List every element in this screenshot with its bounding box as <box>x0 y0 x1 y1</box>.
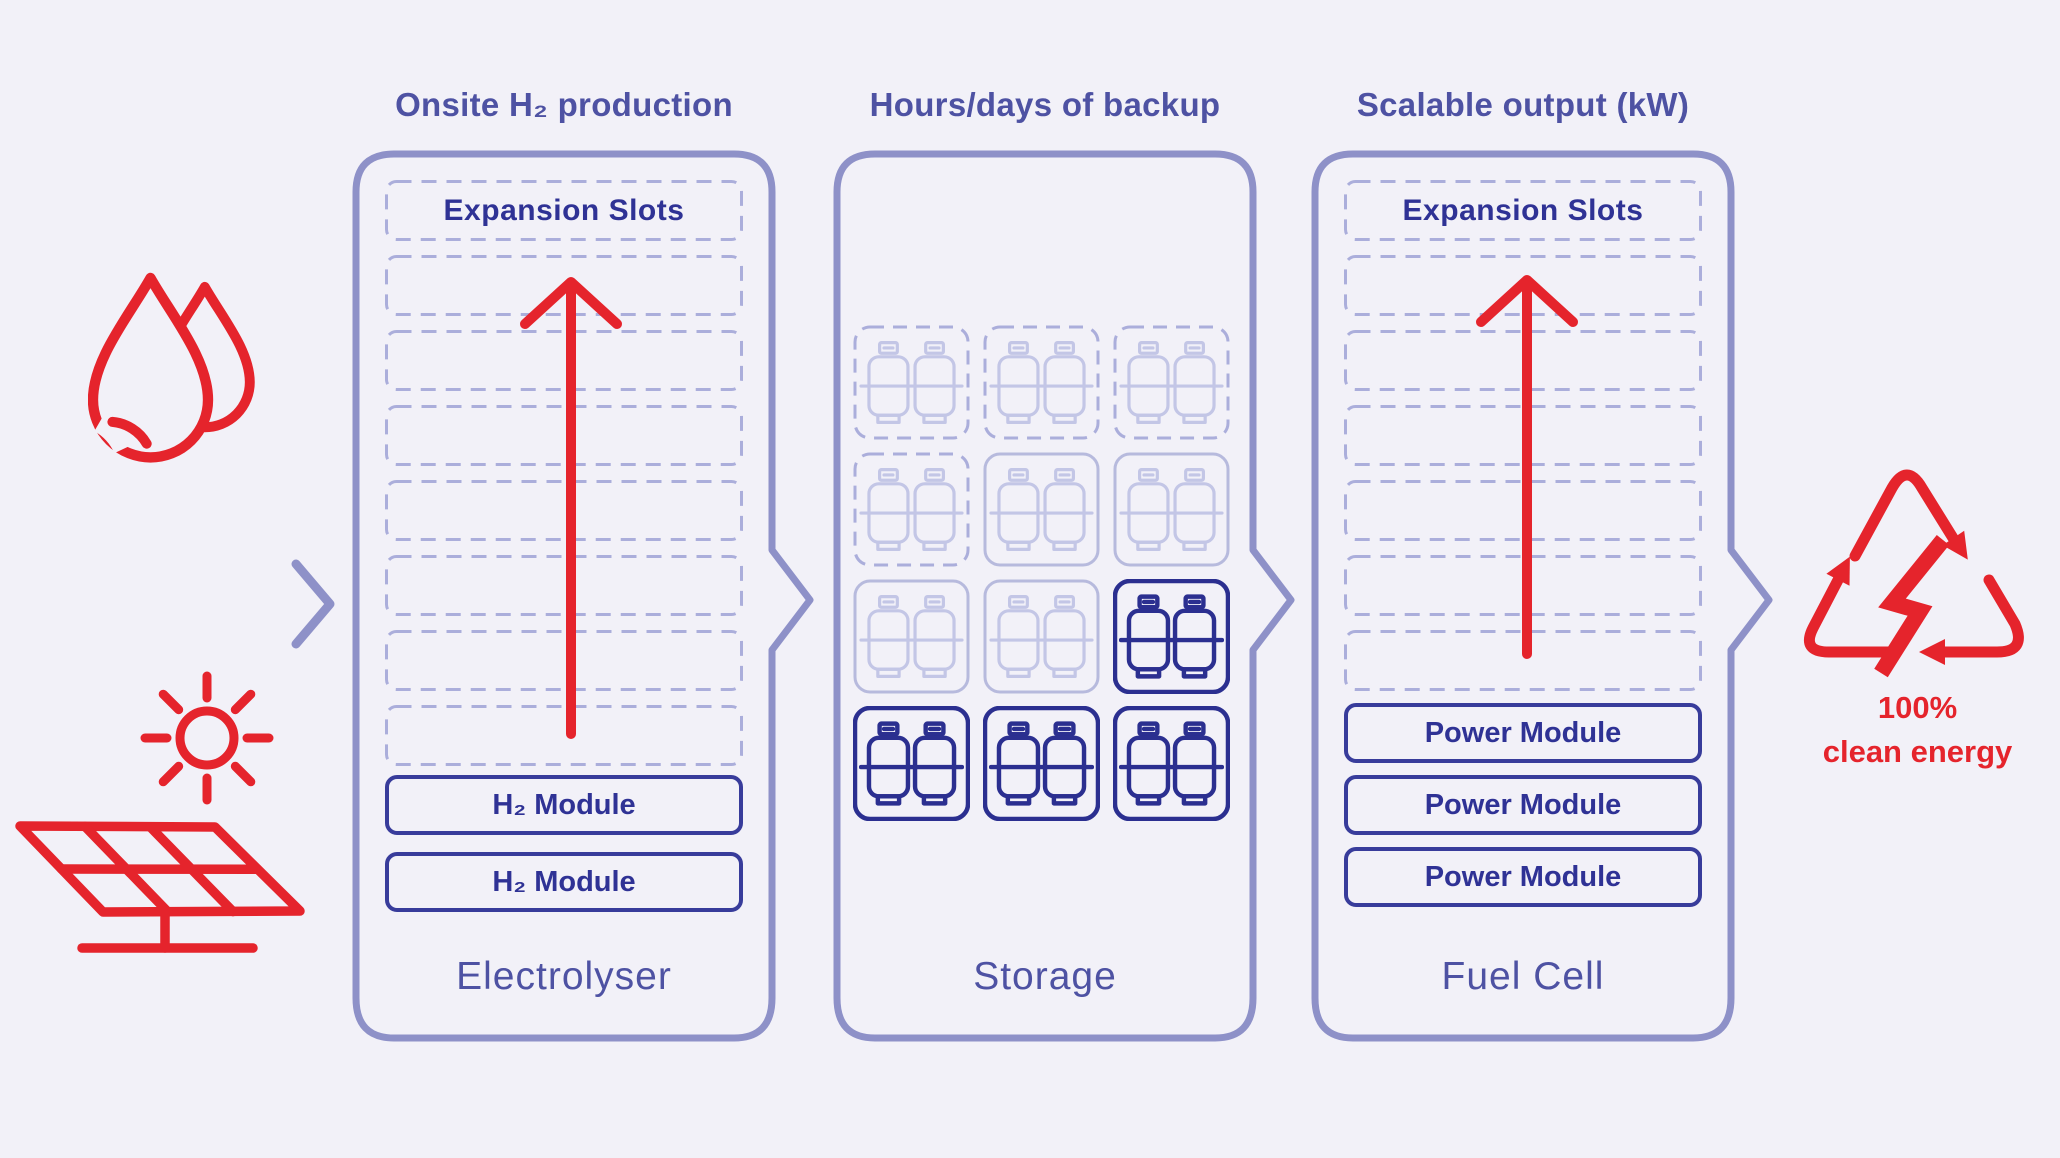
module-stack: H₂ Module H₂ Module <box>385 775 743 912</box>
module-box: Power Module <box>1344 703 1702 763</box>
tank-pair-cell-dashed <box>1113 325 1230 440</box>
scale-up-arrow-icon <box>520 277 622 739</box>
tank-pair-cell-dark <box>1113 706 1230 821</box>
tank-pair-cell-dark <box>1113 579 1230 694</box>
tank-pair-cell-light <box>983 452 1100 567</box>
renewable-energy-icon <box>1804 469 2024 678</box>
expansion-slots-box: Expansion Slots <box>385 180 743 241</box>
output-caption: 100% clean energy <box>1795 686 2040 774</box>
label-electrolyser: Electrolyser <box>456 955 672 998</box>
label-storage: Storage <box>973 955 1117 998</box>
expansion-slots-label: Expansion Slots <box>443 194 685 227</box>
tank-pair-cell-dashed <box>983 325 1100 440</box>
heading-storage: Hours/days of backup <box>869 86 1221 123</box>
tank-grid <box>853 325 1230 821</box>
tank-pair-cell-dashed <box>853 325 970 440</box>
expansion-slots-box: Expansion Slots <box>1344 180 1702 241</box>
heading-fuel-cell: Scalable output (kW) <box>1356 86 1690 123</box>
water-drops-icon <box>88 272 255 463</box>
arrowheads <box>1826 530 1968 665</box>
sun-glyph <box>140 671 274 805</box>
expansion-slot-stack: Expansion Slots <box>385 180 743 780</box>
scale-up-arrow-icon <box>1476 275 1578 659</box>
module-box: Power Module <box>1344 847 1702 907</box>
solar-panel-icon <box>15 821 305 953</box>
output-caption-line2: clean energy <box>1822 734 2013 769</box>
module-box: Power Module <box>1344 775 1702 835</box>
tank-pair-cell-light <box>983 579 1100 694</box>
module-box: H₂ Module <box>385 775 743 835</box>
lightning-bolt-icon <box>1874 534 1950 678</box>
sun-icon <box>15 671 305 953</box>
output-caption-line1: 100% <box>1877 690 1958 725</box>
storage-panel: Storage <box>833 150 1295 1042</box>
electrolyser-panel: Expansion Slots H₂ Module H₂ Module Elect… <box>352 150 814 1042</box>
tank-pair-cell-dark <box>853 706 970 821</box>
chevron-right-icon <box>291 559 335 649</box>
tank-pair-cell-light <box>1113 452 1230 567</box>
expansion-slot-stack: Expansion Slots <box>1344 180 1702 705</box>
label-fuel-cell: Fuel Cell <box>1441 955 1605 998</box>
tank-pair-cell-dashed <box>853 452 970 567</box>
module-box: H₂ Module <box>385 852 743 912</box>
heading-electrolyser: Onsite H₂ production <box>395 86 733 123</box>
tank-pair-cell-dark <box>983 706 1100 821</box>
expansion-slots-label: Expansion Slots <box>1402 194 1644 227</box>
tank-pair-cell-light <box>853 579 970 694</box>
